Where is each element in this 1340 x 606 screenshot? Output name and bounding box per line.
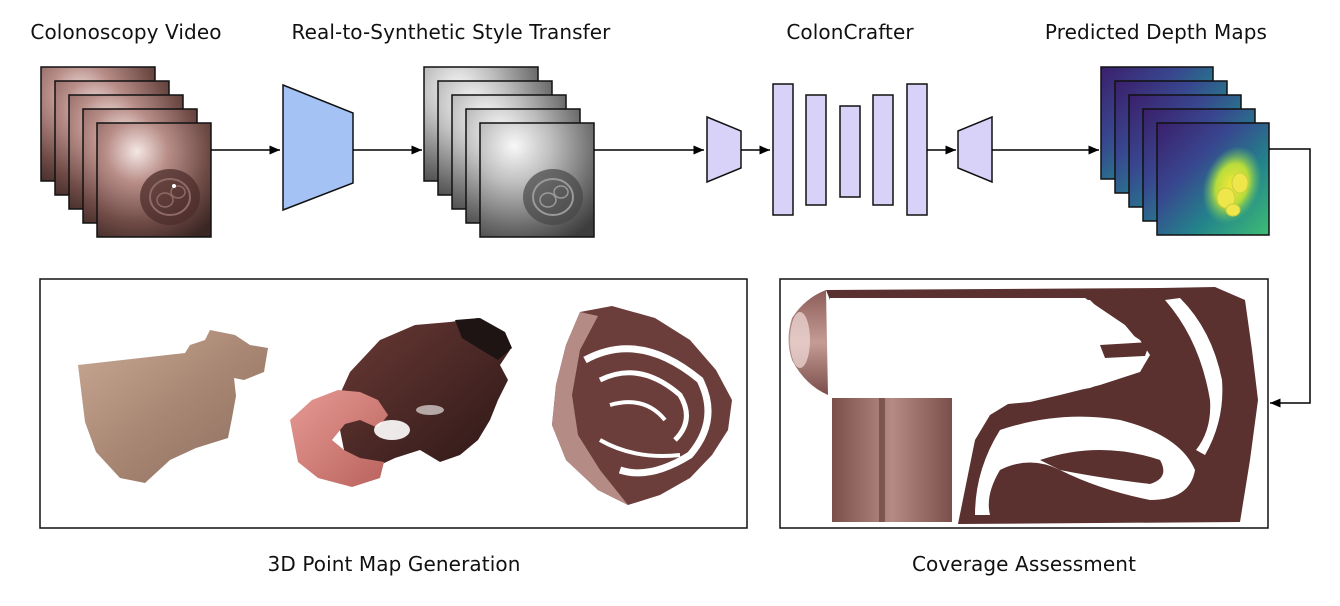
coloncrafter-title: ColonCrafter bbox=[786, 20, 914, 44]
colonoscopy-frame-stack bbox=[40, 66, 212, 238]
point-map-title: 3D Point Map Generation bbox=[267, 552, 521, 576]
style-transfer-block bbox=[282, 83, 354, 212]
point-cloud-3 bbox=[552, 306, 732, 505]
style-transfer-title: Real-to-Synthetic Style Transfer bbox=[291, 20, 611, 44]
colonoscopy-video-title: Colonoscopy Video bbox=[30, 20, 222, 44]
encoder-block bbox=[706, 115, 742, 184]
coverage-title: Coverage Assessment bbox=[911, 552, 1137, 576]
coverage-map bbox=[788, 287, 1258, 524]
decoder-block bbox=[957, 115, 993, 184]
synthetic-frame-stack bbox=[423, 66, 595, 238]
unet-layer-1 bbox=[772, 83, 794, 216]
coloncrafter-network bbox=[706, 83, 993, 216]
point-cloud-1 bbox=[78, 330, 268, 483]
unet-layer-5 bbox=[906, 83, 928, 216]
arrow-depth-to-coverage bbox=[1269, 148, 1311, 408]
unet-layer-2 bbox=[805, 94, 827, 206]
depth-map-stack bbox=[1100, 66, 1270, 236]
point-cloud-2 bbox=[290, 318, 512, 487]
depth-maps-title: Predicted Depth Maps bbox=[1044, 20, 1268, 44]
unet-layer-4 bbox=[872, 94, 894, 206]
unet-layer-3 bbox=[839, 105, 861, 198]
